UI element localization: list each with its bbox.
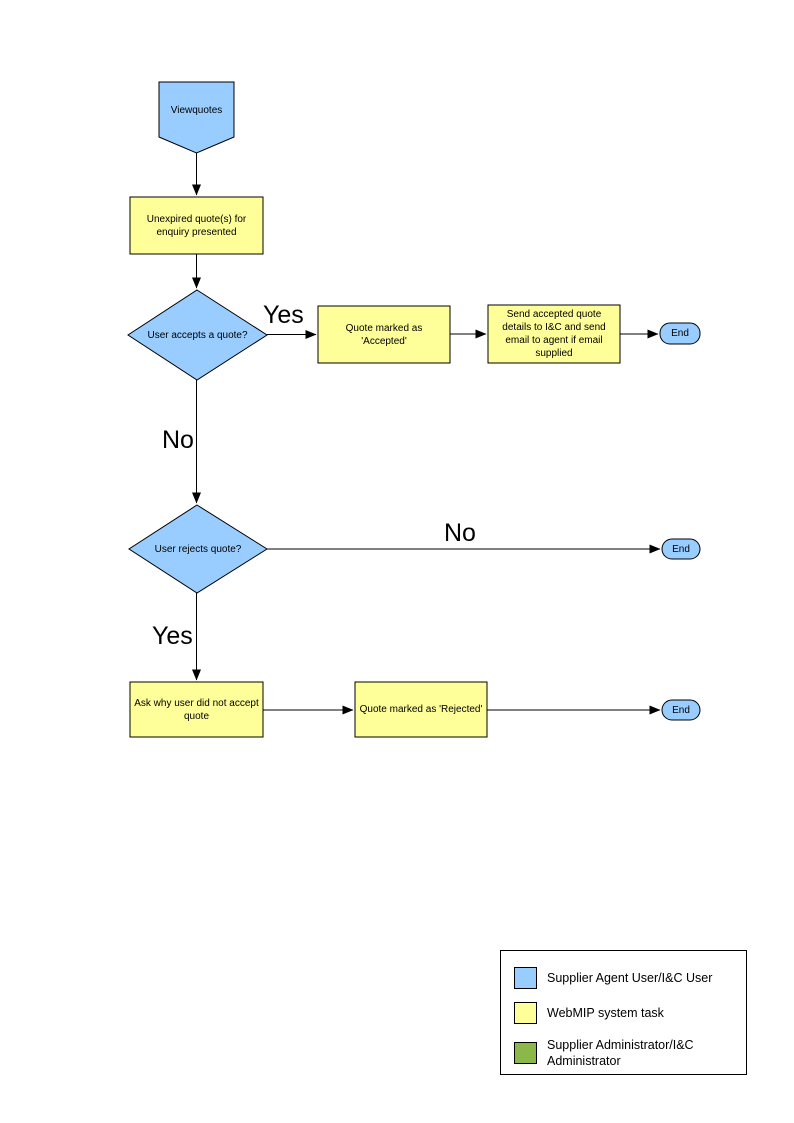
end-3-label: End: [672, 704, 690, 716]
edge-label-yes-rejects: Yes: [152, 622, 193, 650]
legend-box: Supplier Agent User/I&C User WebMIP syst…: [500, 950, 747, 1075]
send-accepted-details-label: Send accepted quote details to I&C and s…: [502, 309, 606, 359]
legend-item-webmip-task: WebMIP system task: [501, 1002, 746, 1024]
legend-swatch-yellow: [514, 1002, 537, 1024]
user-accepts-label: User accepts a quote?: [147, 329, 248, 341]
node-end-2: [661, 538, 701, 560]
edge-label-no-rejects: No: [444, 519, 476, 547]
user-rejects-label: User rejects quote?: [154, 543, 242, 555]
end-2-label: End: [672, 543, 690, 555]
legend-label-webmip-task: WebMIP system task: [547, 1005, 664, 1020]
node-send-accepted-details: [487, 304, 621, 364]
quote-marked-accepted-label: Quote marked as 'Accepted': [345, 322, 423, 347]
legend-label-supplier-admin: Supplier Administrator/I&C Administrator: [547, 1038, 694, 1069]
node-end-3: [661, 699, 701, 721]
node-start-viewquotes: [158, 81, 235, 154]
edge-label-no-accepts: No: [162, 426, 194, 454]
node-quote-marked-accepted: [317, 305, 451, 364]
legend-label-supplier-agent: Supplier Agent User/I&C User: [547, 970, 713, 985]
node-ask-why: [129, 681, 264, 738]
unexpired-quotes-label: Unexpired quote(s) for enquiry presented: [146, 213, 247, 238]
legend-swatch-green: [514, 1042, 537, 1065]
legend-item-supplier-agent: Supplier Agent User/I&C User: [501, 967, 746, 989]
ask-why-label: Ask why user did not accept quote: [134, 697, 259, 722]
node-unexpired-quotes: [129, 196, 264, 255]
node-decision-user-accepts: [127, 289, 268, 381]
quote-marked-rejected-label: Quote marked as 'Rejected': [359, 704, 483, 715]
node-quote-marked-rejected: [354, 681, 488, 738]
legend-swatch-blue: [514, 967, 537, 989]
legend-item-supplier-admin: Supplier Administrator/I&C Administrator: [501, 1037, 746, 1070]
node-end-1: [659, 322, 701, 345]
viewquotes-label: Viewquotes: [170, 104, 223, 116]
node-decision-user-rejects: [128, 504, 268, 594]
edge-label-yes-accepts: Yes: [263, 301, 304, 329]
end-1-label: End: [671, 328, 689, 339]
